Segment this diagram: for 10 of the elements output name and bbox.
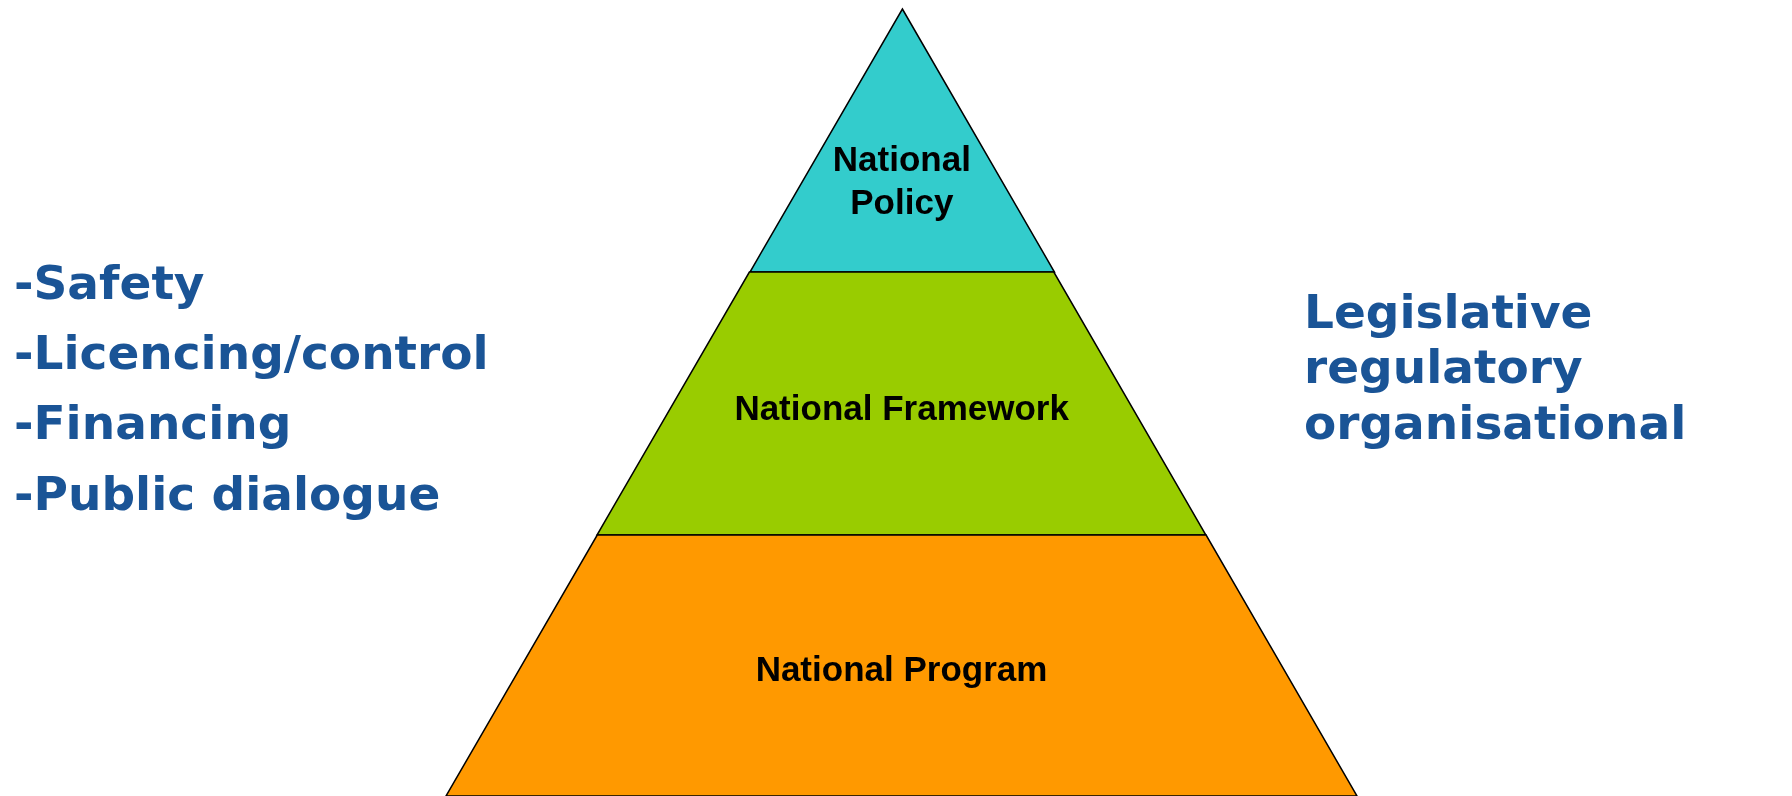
list-item: -Financing: [14, 395, 292, 451]
pyramid-tier: [597, 272, 1207, 535]
list-item: -Public dialogue: [14, 466, 441, 522]
tier-label: National Framework: [734, 387, 1069, 430]
category-text: Legislative regulatory organisational: [1304, 284, 1687, 451]
list-item: -Licencing/control: [14, 325, 489, 381]
pyramid-tier: [446, 535, 1357, 796]
tier-label: National Program: [755, 648, 1048, 691]
tier-label: National Policy: [831, 137, 972, 224]
list-item: -Safety: [14, 255, 205, 311]
